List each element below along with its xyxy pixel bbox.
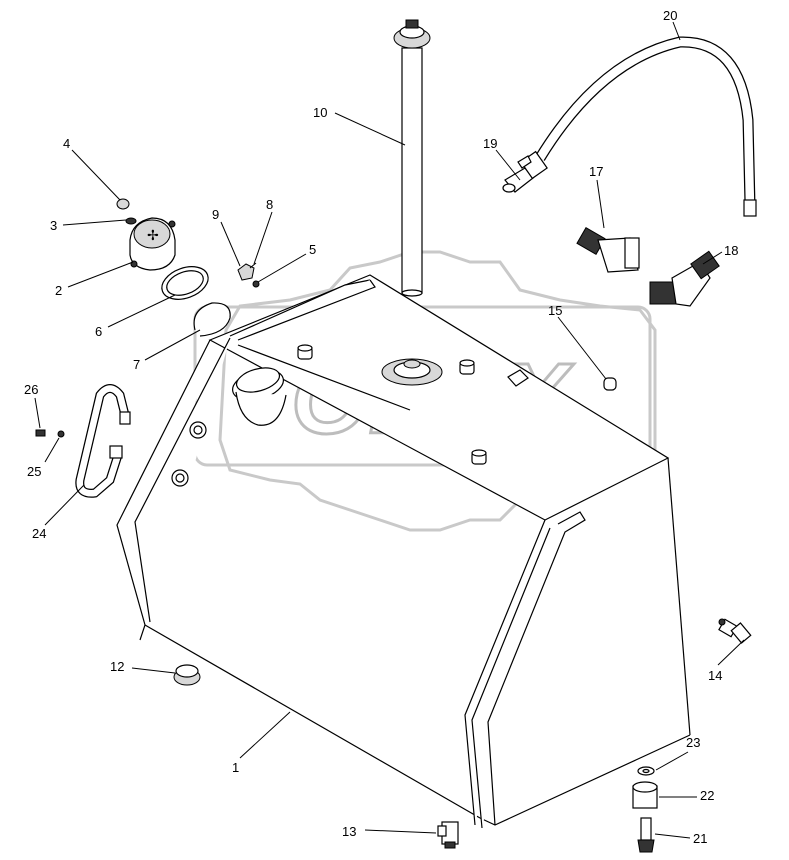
- svg-text:4: 4: [63, 136, 70, 151]
- snap-ring: [193, 302, 231, 337]
- callout-22: 22: [659, 788, 714, 803]
- callout-15: 15: [548, 303, 607, 380]
- callout-25: 25: [27, 437, 60, 479]
- callout-18: 18: [702, 243, 738, 265]
- elbow-fitting-18: [649, 250, 720, 307]
- drain-plug: [173, 664, 201, 686]
- svg-text:15: 15: [548, 303, 562, 318]
- sight-tube: [35, 384, 131, 498]
- svg-text:3: 3: [50, 218, 57, 233]
- svg-text:24: 24: [32, 526, 46, 541]
- svg-text:✢: ✢: [147, 228, 159, 244]
- svg-text:12: 12: [110, 659, 124, 674]
- callout-26: 26: [24, 382, 41, 429]
- drain-valve: [437, 821, 459, 849]
- fuel-tank: [116, 274, 691, 829]
- fitting-14: [718, 618, 752, 644]
- return-hose: [502, 36, 757, 217]
- svg-text:9: 9: [212, 207, 219, 222]
- svg-text:22: 22: [700, 788, 714, 803]
- callout-13: 13: [342, 824, 437, 839]
- callout-21: 21: [654, 831, 707, 846]
- svg-text:17: 17: [589, 164, 603, 179]
- gasket-ring: [161, 266, 209, 300]
- elbow-fitting-17: [576, 227, 640, 273]
- callout-7: 7: [133, 329, 201, 372]
- svg-text:25: 25: [27, 464, 41, 479]
- svg-text:6: 6: [95, 324, 102, 339]
- svg-text:21: 21: [693, 831, 707, 846]
- callout-23: 23: [655, 735, 700, 771]
- svg-text:19: 19: [483, 136, 497, 151]
- callout-14: 14: [708, 639, 745, 683]
- svg-text:18: 18: [724, 243, 738, 258]
- callout-10: 10: [313, 105, 406, 146]
- callout-3: 3: [50, 218, 127, 233]
- svg-text:26: 26: [24, 382, 38, 397]
- callout-24: 24: [32, 484, 85, 541]
- callout-17: 17: [589, 164, 605, 229]
- svg-text:20: 20: [663, 8, 677, 23]
- svg-text:1: 1: [232, 760, 239, 775]
- callout-5: 5: [257, 242, 316, 283]
- callout-12: 12: [110, 659, 176, 674]
- callout-19: 19: [483, 136, 521, 181]
- mount-hardware: [632, 766, 658, 853]
- svg-text:7: 7: [133, 357, 140, 372]
- callout-9: 9: [212, 207, 241, 267]
- sender-tube: [393, 19, 431, 297]
- callouts: 1 2 3 4 5 6 7 8: [24, 8, 745, 846]
- svg-text:13: 13: [342, 824, 356, 839]
- callout-4: 4: [63, 136, 121, 201]
- vent-fitting: [237, 262, 260, 288]
- svg-text:23: 23: [686, 735, 700, 750]
- svg-text:5: 5: [309, 242, 316, 257]
- callout-8: 8: [253, 197, 273, 265]
- filler-cap: ✢: [116, 198, 176, 271]
- callout-20: 20: [663, 8, 681, 41]
- svg-text:8: 8: [266, 197, 273, 212]
- svg-text:10: 10: [313, 105, 327, 120]
- callout-2: 2: [55, 261, 134, 298]
- callout-6: 6: [95, 294, 176, 339]
- callout-1: 1: [232, 711, 291, 775]
- svg-text:2: 2: [55, 283, 62, 298]
- svg-text:14: 14: [708, 668, 722, 683]
